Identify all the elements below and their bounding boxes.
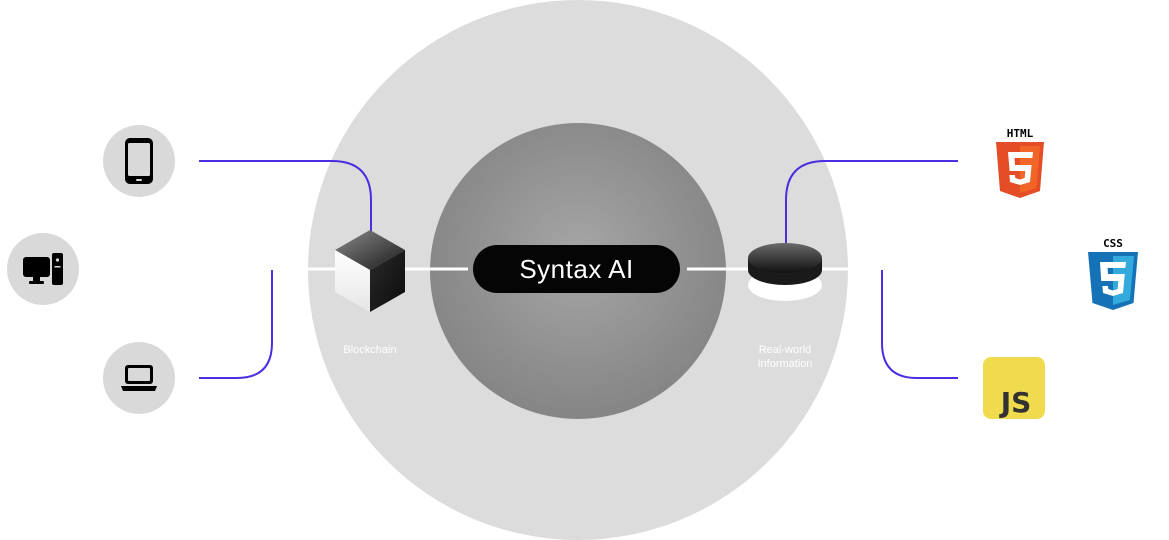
connector-laptop xyxy=(199,270,273,379)
smartphone-device xyxy=(103,125,175,197)
blockchain-label: Blockchain xyxy=(343,344,397,356)
html5-technology: HTML xyxy=(994,125,1046,206)
syntax-ai-hub: Syntax AI xyxy=(473,245,680,293)
desktop-icon xyxy=(23,253,63,285)
css3-label: CSS xyxy=(1103,237,1123,250)
css3-icon: CSS xyxy=(1088,237,1138,310)
css3-technology: CSS xyxy=(1086,234,1140,319)
hub-label: Syntax AI xyxy=(519,253,634,284)
connector-html xyxy=(785,160,958,243)
laptop-device xyxy=(103,342,175,414)
javascript-icon: JS xyxy=(983,357,1045,419)
html5-icon: HTML xyxy=(996,127,1044,198)
desktop-device xyxy=(7,233,79,305)
connector-smartphone xyxy=(199,160,372,232)
javascript-technology: JS xyxy=(983,357,1045,424)
javascript-label: JS xyxy=(999,386,1032,419)
smartphone-icon xyxy=(125,138,153,184)
laptop-icon xyxy=(121,365,157,391)
connector-js xyxy=(881,270,958,379)
html5-label: HTML xyxy=(1007,127,1034,140)
real-world-information-label: Real-world Information xyxy=(757,344,813,370)
